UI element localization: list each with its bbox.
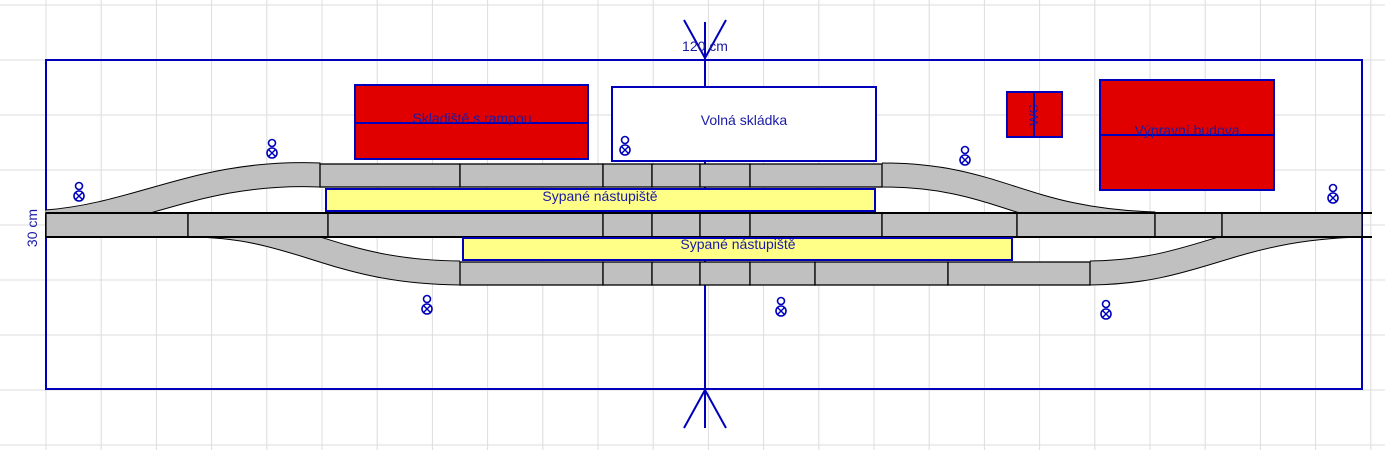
track-segment[interactable] — [327, 212, 604, 238]
lower-platform[interactable]: Sypané nástupiště — [462, 236, 1013, 261]
toilet-building[interactable]: WC — [1006, 91, 1063, 138]
station-building[interactable]: Výpravní budova — [1099, 79, 1275, 191]
track-segment[interactable] — [749, 212, 883, 238]
track-segment[interactable] — [699, 163, 751, 188]
signal-icon[interactable] — [1327, 183, 1339, 204]
track-segment[interactable] — [651, 212, 701, 238]
station-building-label: Výpravní budova — [1134, 122, 1239, 138]
track-segment[interactable] — [1221, 212, 1363, 238]
warehouse-building[interactable]: Skladiště s rampou — [354, 84, 589, 160]
track-segment[interactable] — [749, 261, 816, 286]
signal-icon[interactable] — [1100, 299, 1112, 320]
upper-platform[interactable]: Sypané nástupiště — [325, 188, 876, 212]
track-segment[interactable] — [651, 261, 701, 286]
height-label: 30 cm — [24, 209, 40, 247]
toilet-label: WC — [1026, 104, 1041, 126]
signal-icon[interactable] — [266, 138, 278, 159]
track-segment[interactable] — [602, 163, 653, 188]
open-storage-area[interactable]: Volná skládka — [611, 86, 877, 162]
track-segment[interactable] — [459, 261, 604, 286]
track-layer — [45, 162, 1372, 286]
track-segment[interactable] — [1016, 212, 1156, 238]
upper-platform-label: Sypané nástupiště — [542, 188, 657, 204]
width-label: 120 cm — [682, 38, 728, 54]
track-segment[interactable] — [749, 163, 883, 188]
track-segment[interactable] — [651, 163, 701, 188]
signal-icon[interactable] — [775, 296, 787, 317]
warehouse-label: Skladiště s rampou — [412, 110, 531, 126]
track-segment[interactable] — [1154, 212, 1223, 238]
track-segment[interactable] — [187, 212, 329, 238]
track-segment[interactable] — [814, 261, 949, 286]
signal-icon[interactable] — [73, 181, 85, 202]
track-segment[interactable] — [699, 261, 751, 286]
track-segment[interactable] — [602, 261, 653, 286]
track-segment[interactable] — [45, 212, 189, 238]
signal-icon[interactable] — [421, 294, 433, 315]
track-segment[interactable] — [881, 212, 1018, 238]
open-storage-label: Volná skládka — [701, 112, 788, 128]
signal-icon[interactable] — [959, 145, 971, 166]
signals-layer — [73, 135, 1339, 320]
signal-icon[interactable] — [619, 135, 631, 156]
track-segment[interactable] — [947, 261, 1091, 286]
track-segment[interactable] — [459, 163, 604, 188]
track-segment[interactable] — [602, 212, 653, 238]
track-segment[interactable] — [319, 163, 461, 188]
straight-track-segments — [45, 163, 1372, 286]
track-segment[interactable] — [699, 212, 751, 238]
lower-platform-label: Sypané nástupiště — [680, 236, 795, 252]
